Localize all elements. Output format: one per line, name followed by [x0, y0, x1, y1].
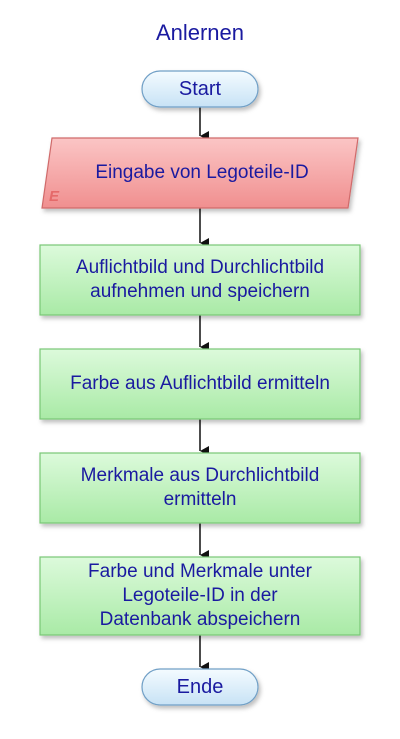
input-marker-letter: E: [49, 188, 60, 205]
step1-process-shape: [39, 244, 361, 316]
step3-process-shape: [39, 452, 361, 524]
step2-label: Farbe aus Auflichtbild ermitteln: [70, 373, 330, 394]
step4-label: Farbe und Merkmale unter Legoteile-ID in…: [88, 561, 312, 630]
start-terminal-shape: [141, 70, 259, 108]
start-label: Start: [178, 78, 222, 100]
step1-label: Auflichtbild und Durchlichtbild aufnehme…: [75, 257, 325, 302]
diagram-title: Anlernen: [155, 20, 245, 45]
step4-process-shape: [39, 556, 361, 636]
end-terminal-shape: [141, 668, 259, 706]
step3-label: Merkmale aus Durchlichtbild ermitteln: [80, 465, 320, 510]
input-parallelogram-shape: [41, 137, 359, 209]
end-label: Ende: [176, 676, 224, 698]
step2-process-shape: [39, 348, 361, 420]
input-label: Eingabe von Legoteile-ID: [95, 162, 309, 183]
